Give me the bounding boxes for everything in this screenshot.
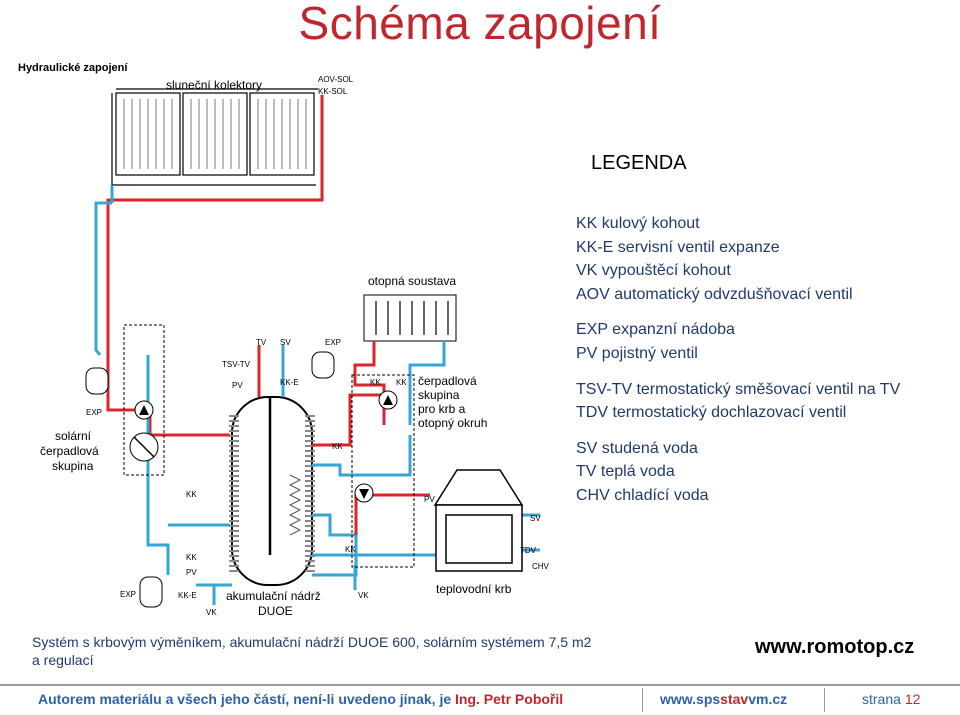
slide-footer: Autorem materiálu a všech jeho částí, ne… (0, 684, 960, 715)
solar-collectors (111, 88, 318, 186)
website-link[interactable]: www.romotop.cz (755, 636, 915, 658)
legend-item: PV pojistný ventil (576, 344, 698, 362)
svg-text:PV: PV (232, 381, 243, 390)
legend-item: TSV-TV termostatický směšovací ventil na… (576, 380, 901, 398)
svg-text:CHV: CHV (532, 562, 550, 571)
svg-text:EXP: EXP (325, 338, 341, 347)
svg-text:čerpadlová: čerpadlová (40, 444, 99, 458)
svg-text:otopný okruh: otopný okruh (418, 416, 487, 430)
hydraulic-diagram: Hydraulické zapojení sluneční kolektory … (0, 55, 560, 633)
legend-item: AOV automatický odvzdušňovací ventil (576, 285, 853, 303)
legend-item: VK vypouštěcí kohout (576, 262, 731, 280)
svg-text:KK-SOL: KK-SOL (318, 87, 348, 96)
legend-item: CHV chladící voda (576, 486, 709, 504)
svg-text:SV: SV (530, 514, 541, 523)
legend-group-expansion: EXP expanzní nádoba PV pojistný ventil (576, 318, 900, 365)
footer-authorship-text: Autorem materiálu a všech jeho částí, ne… (38, 691, 456, 707)
label-heating-system: otopná soustava (368, 274, 456, 288)
svg-text:solární: solární (55, 429, 92, 443)
svg-text:KK: KK (396, 378, 407, 387)
legend-title: LEGENDA (591, 152, 687, 174)
footer-divider (824, 688, 825, 712)
svg-text:pro krb a: pro krb a (418, 402, 466, 416)
svg-text:akumulační nádrž: akumulační nádrž (226, 589, 321, 603)
footer-page: strana 12 (862, 691, 921, 707)
svg-text:VK: VK (358, 591, 369, 600)
accumulation-tank (231, 396, 313, 586)
svg-text:PV: PV (424, 495, 435, 504)
legend-item: KK-E servisní ventil expanze (576, 238, 780, 256)
svg-text:skupina: skupina (52, 459, 94, 473)
svg-text:VK: VK (206, 608, 217, 617)
legend-item: KK kulový kohout (576, 215, 700, 232)
legend-group-valves: KK kulový kohout KK-E servisní ventil ex… (576, 212, 900, 306)
svg-text:PV: PV (186, 568, 197, 577)
svg-text:TDV: TDV (520, 546, 537, 555)
footer-divider (642, 688, 643, 712)
svg-text:EXP: EXP (120, 590, 136, 599)
svg-text:KK-E: KK-E (280, 378, 299, 387)
slide-title: Schéma zapojení (298, 0, 662, 49)
svg-text:TV: TV (256, 338, 267, 347)
diagram-caption: Systém s krbovým výměníkem, akumulační n… (32, 634, 592, 668)
svg-text:KK-E: KK-E (178, 591, 197, 600)
svg-text:KK: KK (345, 545, 356, 554)
legend-item: TDV termostatický dochlazovací ventil (576, 404, 847, 422)
fireplace (433, 469, 524, 572)
svg-text:AOV-SOL: AOV-SOL (318, 75, 354, 84)
svg-text:teplovodní krb: teplovodní krb (436, 582, 512, 596)
footer-authorship: Autorem materiálu a všech jeho částí, ne… (38, 691, 563, 707)
svg-text:SV: SV (280, 338, 291, 347)
diagram-heading: Hydraulické zapojení (18, 62, 128, 74)
svg-text:čerpadlová: čerpadlová (418, 374, 477, 388)
svg-text:KK: KK (370, 378, 381, 387)
svg-text:KK: KK (332, 442, 343, 451)
legend-item: TV teplá voda (576, 463, 675, 481)
svg-text:EXP: EXP (86, 408, 102, 417)
legend-item: SV studená voda (576, 439, 698, 457)
page-number: 12 (904, 691, 921, 707)
legend-group-thermostatic: TSV-TV termostatický směšovací ventil na… (576, 378, 900, 425)
svg-text:KK: KK (186, 490, 197, 499)
radiator (363, 294, 457, 342)
legend: KK kulový kohout KK-E servisní ventil ex… (576, 212, 900, 520)
legend-item: EXP expanzní nádoba (576, 321, 735, 339)
svg-text:TSV-TV: TSV-TV (222, 360, 251, 369)
svg-text:KK: KK (186, 553, 197, 562)
footer-author: Ing. Petr Pobořil (455, 691, 564, 707)
label-collectors: sluneční kolektory (166, 78, 262, 92)
footer-website[interactable]: www.spsstavvm.cz (660, 691, 788, 707)
legend-group-water: SV studená voda TV teplá voda CHV chladí… (576, 437, 900, 508)
svg-text:skupina: skupina (418, 388, 460, 402)
svg-text:DUOE: DUOE (258, 604, 293, 618)
